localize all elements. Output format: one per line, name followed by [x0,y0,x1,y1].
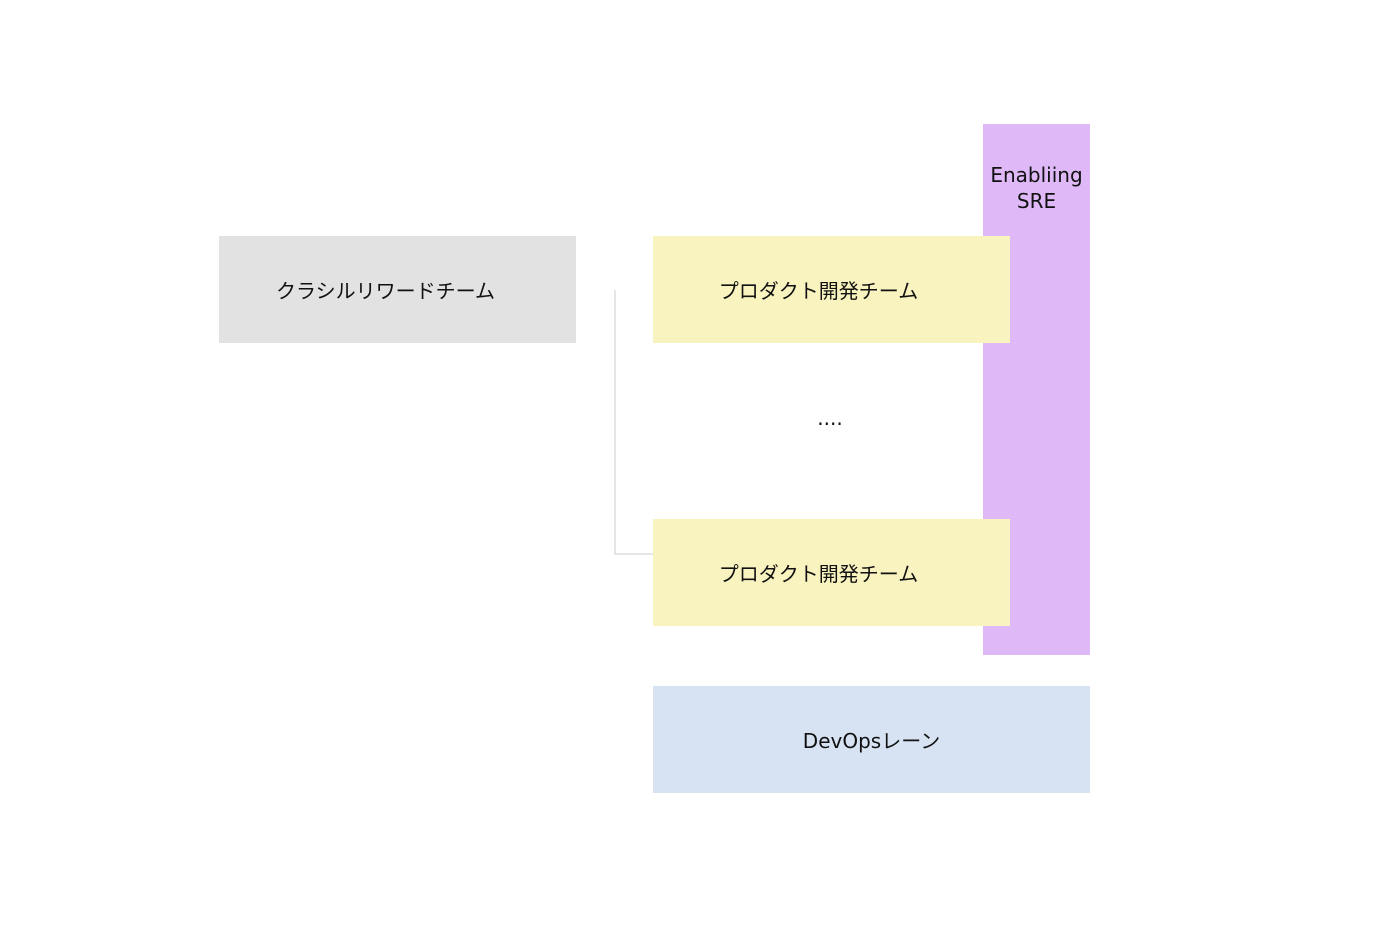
enabling-sre-label-line1: Enabliing [990,163,1083,187]
product-team-box-1[interactable]: プロダクト開発チーム [653,236,1010,343]
enabling-sre-label-line2: SRE [1016,189,1057,213]
parent-team-label: クラシルリワードチーム [276,279,495,303]
ellipsis-text: .... [817,406,843,430]
product-team-label: プロダクト開発チーム [718,279,919,303]
product-team-label: プロダクト開発チーム [718,562,919,586]
parent-team-box[interactable]: クラシルリワードチーム [219,236,576,343]
devops-lane-box[interactable]: DevOpsレーン [653,686,1090,793]
devops-lane-label: DevOpsレーン [802,729,941,753]
product-team-box-2[interactable]: プロダクト開発チーム [653,519,1010,626]
